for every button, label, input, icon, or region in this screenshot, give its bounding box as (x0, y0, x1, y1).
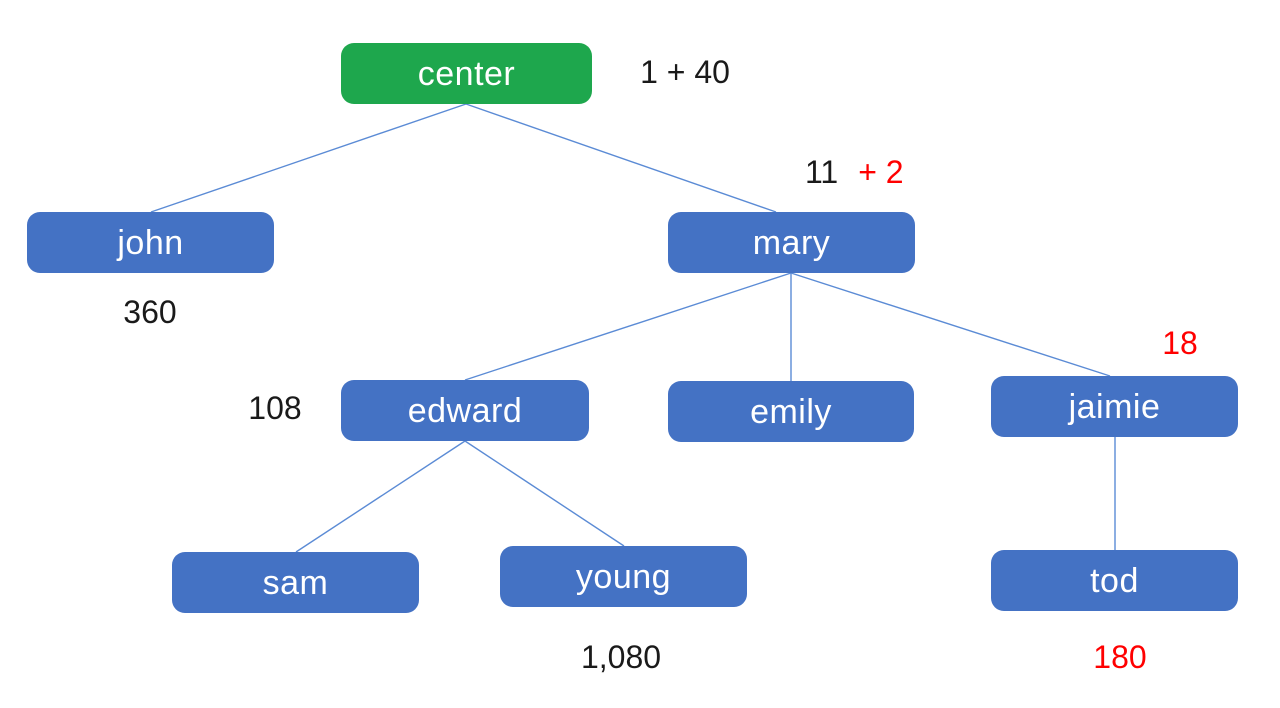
edge-mary-jaimie (790, 272, 1111, 377)
node-young: young (500, 546, 747, 607)
annotation-mary-base: 11 (805, 154, 839, 190)
node-emily-label: emily (750, 392, 832, 431)
annotation-edward-value: 108 (248, 390, 302, 426)
node-jaimie: jaimie (991, 376, 1238, 437)
node-edward: edward (341, 380, 589, 441)
edge-center-mary (465, 103, 777, 213)
node-sam-label: sam (262, 563, 329, 602)
node-edward-label: edward (407, 391, 523, 430)
edge-edward-young (464, 440, 625, 547)
annotation-mary-value: 11 + 2 (805, 156, 975, 188)
node-mary: mary (668, 212, 915, 273)
annotation-tod-value: 180 (1093, 639, 1147, 675)
node-center: center (341, 43, 592, 104)
node-mary-label: mary (752, 223, 831, 262)
node-john-label: john (117, 223, 184, 262)
node-tod-label: tod (1090, 561, 1139, 600)
node-sam: sam (172, 552, 419, 613)
edge-edward-sam (295, 440, 466, 553)
node-jaimie-label: jaimie (1068, 387, 1161, 426)
edge-mary-edward (464, 272, 792, 381)
edge-center-john (150, 103, 467, 213)
node-young-label: young (575, 557, 672, 596)
annotation-john-value: 360 (123, 294, 177, 330)
node-emily: emily (668, 381, 914, 442)
annotation-jaimie-value: 18 (1162, 325, 1198, 361)
node-john: john (27, 212, 274, 273)
node-tod: tod (991, 550, 1238, 611)
node-center-label: center (417, 54, 516, 93)
annotation-center-value: 1 + 40 (640, 54, 730, 90)
annotation-young-value: 1,080 (580, 639, 662, 675)
annotation-mary-added: + 2 (858, 154, 904, 190)
